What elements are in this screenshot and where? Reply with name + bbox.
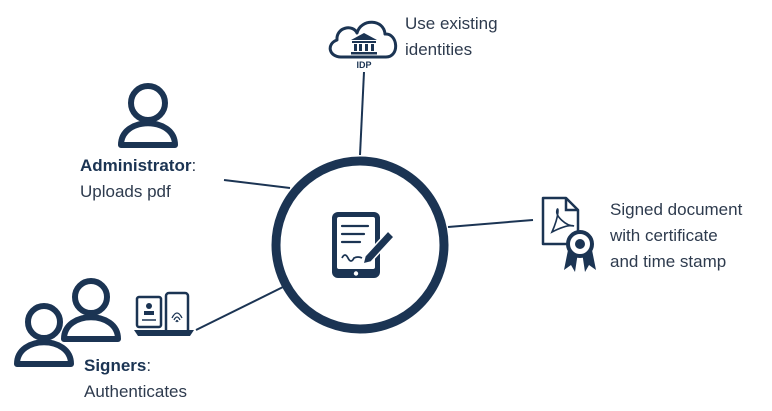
- idp-description: Use existing identities: [405, 14, 498, 59]
- signers-separator: :: [146, 356, 152, 375]
- tablet-signature-icon: [332, 212, 396, 278]
- certified-document-icon: [541, 196, 596, 272]
- signers-title: Signers: [84, 356, 147, 375]
- signers-devices-icon: [134, 291, 194, 336]
- central-hub: [271, 156, 449, 334]
- cloud-bank-icon: [328, 20, 398, 59]
- signed-document-description: Signed document with certificate and tim…: [610, 200, 743, 271]
- administrator-user-icon: [118, 83, 178, 148]
- connector-signers: [195, 285, 286, 331]
- idp-badge: IDP: [356, 60, 371, 70]
- administrator-description: Uploads pdf: [80, 182, 171, 201]
- signers-label: Signers:: [84, 353, 151, 379]
- signers-description: Authenticates: [84, 382, 188, 401]
- signers-users-icon: [14, 278, 121, 367]
- connector-idp: [359, 71, 365, 156]
- administrator-separator: :: [191, 156, 197, 175]
- administrator-label: Administrator:: [80, 153, 196, 179]
- administrator-title: Administrator: [80, 156, 192, 175]
- connector-administrator: [223, 179, 291, 189]
- connector-signed-document: [447, 219, 534, 228]
